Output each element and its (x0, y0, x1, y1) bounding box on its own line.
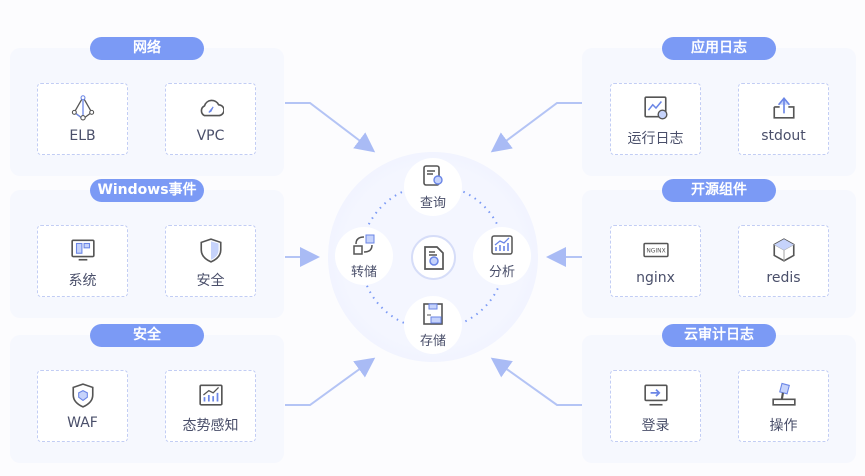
source-label: stdout (761, 128, 806, 144)
source-card[interactable]: 系统 (37, 225, 128, 297)
group-title: 安全 (90, 324, 204, 347)
source-label: WAF (67, 415, 98, 431)
node-transfer: 转储 (335, 227, 393, 285)
source-label: nginx (636, 270, 675, 286)
source-card[interactable]: stdout (738, 83, 829, 155)
nginx-icon: NGINX (642, 242, 669, 258)
source-card[interactable]: 操作 (738, 370, 829, 442)
group-title: 开源组件 (662, 179, 776, 202)
hexagon-icon (772, 238, 795, 262)
node-transfer-label: 转储 (350, 265, 377, 280)
node-query-label: 查询 (419, 196, 446, 211)
source-card[interactable]: WAF (37, 370, 128, 442)
elb-icon (71, 95, 94, 121)
store-icon (423, 303, 443, 325)
source-card[interactable]: 态势感知 (165, 370, 256, 442)
log-chart-icon (643, 96, 668, 120)
group-title: 应用日志 (662, 37, 776, 60)
document-search-icon (423, 246, 444, 270)
shield-icon (199, 238, 222, 263)
source-label: 系统 (68, 273, 97, 289)
source-label: ELB (69, 128, 96, 144)
source-label: VPC (196, 128, 225, 144)
source-card[interactable]: VPC (165, 83, 256, 155)
source-card[interactable]: NGINX nginx (610, 225, 701, 297)
transfer-icon (353, 234, 375, 255)
source-label: redis (766, 270, 801, 286)
node-store-label: 存储 (419, 334, 446, 349)
chart-icon (198, 384, 223, 406)
center-log-icon-circle (411, 235, 456, 280)
source-card[interactable]: 运行日志 (610, 83, 701, 155)
node-store: 存储 (404, 296, 462, 354)
login-icon (643, 384, 668, 406)
source-card[interactable]: redis (738, 225, 829, 297)
node-query: 查询 (404, 158, 462, 216)
source-card[interactable]: 登录 (610, 370, 701, 442)
node-analyze: 分析 (473, 227, 531, 285)
source-card[interactable]: 安全 (165, 225, 256, 297)
operation-icon (771, 382, 796, 406)
node-analyze-label: 分析 (488, 265, 515, 280)
svg-text:NGINX: NGINX (646, 248, 665, 255)
source-label: 操作 (769, 418, 798, 434)
system-icon (70, 239, 95, 261)
query-icon (423, 165, 443, 186)
analyze-icon (491, 235, 513, 255)
source-label: 运行日志 (627, 131, 684, 147)
waf-shield-icon (71, 383, 94, 408)
upload-icon (772, 96, 795, 119)
source-label: 态势感知 (182, 418, 239, 434)
group-title: 网络 (90, 37, 204, 60)
cloud-icon (200, 99, 225, 117)
group-title: Windows事件 (90, 179, 204, 202)
group-title: 云审计日志 (662, 324, 776, 347)
source-label: 安全 (196, 273, 225, 289)
source-card[interactable]: ELB (37, 83, 128, 155)
source-label: 登录 (641, 418, 670, 434)
